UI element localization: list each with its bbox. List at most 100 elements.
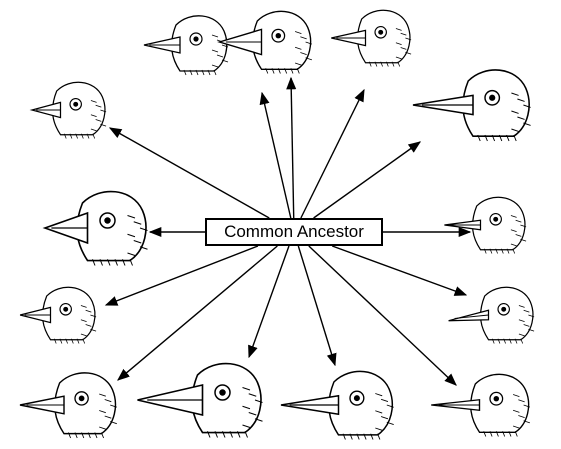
feather-stroke bbox=[81, 133, 84, 139]
feather-stroke bbox=[506, 134, 510, 142]
bird-head-top-right bbox=[331, 9, 412, 67]
feather-stroke bbox=[497, 338, 501, 344]
feather-stroke bbox=[216, 54, 224, 58]
bird-head-bottom-right bbox=[431, 373, 531, 437]
feather-stroke bbox=[342, 433, 346, 440]
feather-stroke bbox=[104, 399, 112, 403]
feather-stroke bbox=[502, 431, 506, 437]
arrows-group bbox=[104, 76, 472, 386]
feather-stroke bbox=[489, 248, 493, 254]
feather-stroke bbox=[65, 338, 68, 344]
feather-stroke bbox=[290, 68, 294, 74]
eye-pupil bbox=[493, 395, 500, 402]
feather-stroke bbox=[214, 431, 218, 438]
feather-stroke bbox=[211, 49, 219, 53]
eye-pupil bbox=[501, 306, 507, 312]
feather-stroke bbox=[518, 333, 525, 337]
feather-stroke bbox=[400, 47, 407, 50]
bird-head-middle-left bbox=[42, 190, 148, 266]
feather-stroke bbox=[375, 393, 383, 397]
feather-stroke bbox=[511, 128, 519, 132]
feather-stroke bbox=[53, 338, 57, 344]
feather-stroke bbox=[221, 59, 229, 63]
feather-stroke bbox=[370, 433, 374, 440]
feather-stroke bbox=[520, 238, 527, 242]
feather-stroke bbox=[114, 259, 118, 266]
bird-head-upper-left bbox=[29, 81, 107, 139]
feather-stroke bbox=[99, 410, 106, 414]
feather-stroke bbox=[100, 109, 107, 113]
feather-stroke bbox=[294, 62, 302, 66]
feather-stroke bbox=[513, 134, 517, 142]
feather-stroke bbox=[495, 431, 499, 437]
feather-stroke bbox=[139, 246, 148, 250]
feather-stroke bbox=[107, 259, 111, 266]
feather-stroke bbox=[405, 37, 412, 41]
feather-stroke bbox=[237, 431, 241, 438]
bird-head-middle-right bbox=[444, 196, 527, 254]
feather-stroke bbox=[300, 52, 307, 55]
feather-stroke bbox=[498, 134, 503, 142]
feather-stroke bbox=[514, 431, 518, 437]
feather-stroke bbox=[395, 42, 402, 46]
eye-pupil bbox=[63, 306, 69, 312]
feather-stroke bbox=[82, 338, 86, 344]
feather-stroke bbox=[374, 61, 378, 67]
bird-head-top-center bbox=[217, 10, 313, 74]
eye-pupil bbox=[353, 395, 360, 402]
eye-pupil bbox=[219, 389, 226, 396]
feather-stroke bbox=[122, 259, 126, 266]
feather-stroke bbox=[395, 56, 402, 60]
feather-stroke bbox=[528, 314, 535, 318]
feather-stroke bbox=[512, 409, 520, 413]
feather-stroke bbox=[356, 433, 360, 440]
feather-stroke bbox=[99, 393, 106, 397]
feather-stroke bbox=[63, 133, 67, 139]
bird-head-bottom-center-right bbox=[280, 370, 394, 440]
arrow-upper-right bbox=[313, 141, 422, 219]
feather-stroke bbox=[300, 36, 307, 40]
arrow-top-left bbox=[259, 91, 292, 219]
feather-stroke bbox=[100, 432, 105, 439]
feather-stroke bbox=[363, 433, 367, 440]
feather-stroke bbox=[520, 224, 527, 228]
bird-head-bottom-left bbox=[19, 372, 117, 439]
feather-stroke bbox=[99, 426, 106, 430]
feather-stroke bbox=[508, 431, 512, 437]
feather-stroke bbox=[375, 410, 383, 414]
eye-pupil bbox=[193, 36, 199, 42]
feather-stroke bbox=[90, 114, 97, 118]
eye-pupil bbox=[378, 29, 384, 35]
feather-stroke bbox=[104, 415, 112, 419]
common-ancestor-box: Common Ancestor bbox=[205, 218, 383, 246]
feather-stroke bbox=[127, 233, 136, 238]
bird-head-lower-right bbox=[448, 286, 535, 344]
feather-stroke bbox=[523, 324, 530, 327]
feather-stroke bbox=[514, 338, 518, 344]
arrow-bottom-center-right bbox=[297, 245, 337, 367]
feather-stroke bbox=[523, 420, 531, 424]
feather-stroke bbox=[248, 412, 257, 416]
feather-stroke bbox=[183, 69, 187, 76]
feather-stroke bbox=[207, 69, 211, 76]
eye-pupil bbox=[78, 395, 85, 402]
feather-stroke bbox=[380, 61, 383, 67]
feather-stroke bbox=[207, 431, 211, 438]
feather-stroke bbox=[523, 104, 531, 108]
feather-stroke bbox=[211, 34, 219, 38]
arrow-bottom-right bbox=[308, 245, 457, 386]
feather-stroke bbox=[509, 338, 512, 344]
feather-stroke bbox=[517, 116, 525, 120]
feather-stroke bbox=[518, 415, 525, 418]
feather-stroke bbox=[397, 61, 401, 67]
feather-stroke bbox=[294, 31, 302, 34]
feather-stroke bbox=[127, 215, 136, 219]
feather-stroke bbox=[133, 221, 142, 225]
feather-stroke bbox=[528, 328, 535, 332]
arrow-bottom-center-left bbox=[248, 245, 290, 359]
feather-stroke bbox=[395, 28, 402, 31]
feather-stroke bbox=[211, 64, 219, 68]
feather-stroke bbox=[90, 128, 97, 132]
feather-stroke bbox=[80, 319, 87, 323]
